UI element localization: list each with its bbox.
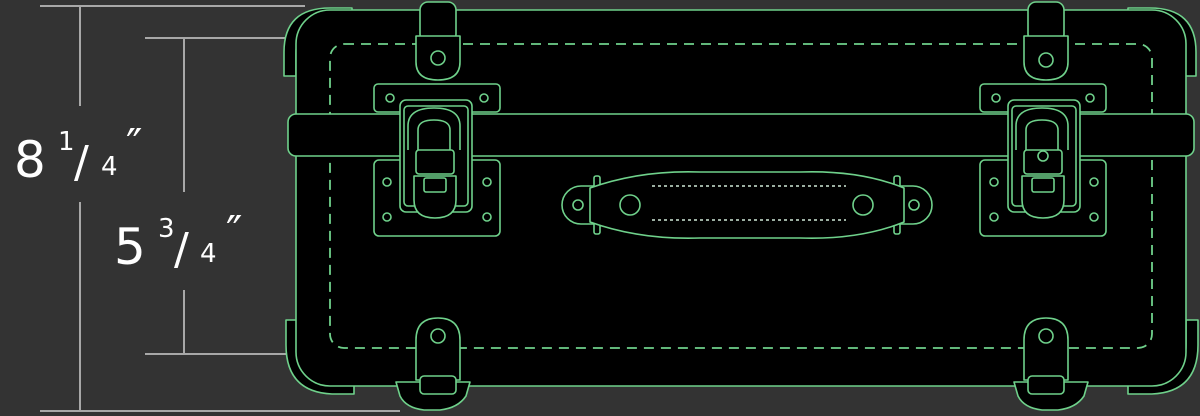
lid-seam-band: [287, 113, 1195, 157]
outer-height-denominator: 4: [101, 152, 118, 182]
outer-height-unit: ″: [126, 120, 142, 171]
inner-height-slash: /: [174, 224, 189, 275]
case-illustration: [283, 1, 1199, 411]
outer-height-slash: /: [74, 137, 89, 188]
inner-height-denominator: 4: [200, 239, 217, 269]
inner-height-numerator: 3: [158, 214, 175, 244]
outer-height-label: 8 1 / 4 ″: [14, 120, 142, 189]
latch-left: [399, 99, 473, 219]
inner-height-unit: ″: [226, 207, 242, 258]
latch-right: [1007, 99, 1081, 219]
hinge-bottom-left: [415, 317, 461, 395]
outer-height-numerator: 1: [58, 127, 75, 157]
inner-lid-outline: [329, 43, 1153, 349]
hinge-top-left: [415, 1, 461, 81]
carry-handle: [561, 171, 933, 239]
outer-height-whole: 8: [14, 131, 46, 189]
inner-height-label: 5 3 / 4 ″: [114, 207, 242, 276]
hinge-top-right: [1023, 1, 1069, 81]
inner-height-whole: 5: [114, 218, 146, 276]
hinge-bottom-right: [1023, 317, 1069, 395]
dimension-lines: [40, 5, 400, 412]
